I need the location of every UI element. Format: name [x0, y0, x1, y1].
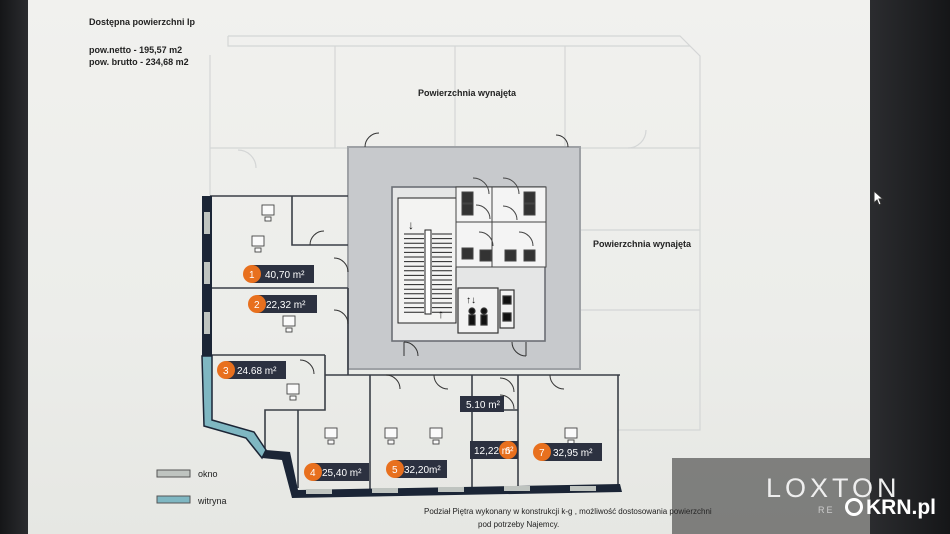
legend-window-label: okno — [198, 469, 218, 479]
unit-3-area: 24.68 m² — [237, 366, 277, 377]
stair-divider — [424, 229, 432, 315]
unit-2-number: 2 — [254, 300, 260, 311]
watermark-brand-sub: RE — [818, 505, 835, 515]
legend: okno witryna — [156, 469, 227, 506]
unit-6-area: 12,22 m² — [474, 446, 514, 457]
monitor-bezel-left — [0, 0, 28, 534]
rented-area-outline — [209, 35, 701, 431]
unit-4-area: 25,40 m² — [322, 468, 362, 479]
exterior-wall-windows — [202, 196, 212, 356]
unit-3-label: 3 24.68 m² — [217, 361, 286, 379]
shopfront-wall — [201, 355, 622, 498]
monitor-bezel-right — [870, 0, 950, 534]
legend-shopfront-label: witryna — [197, 496, 227, 506]
svg-text:↑↓: ↑↓ — [466, 295, 476, 306]
watermark-site-icon — [845, 498, 863, 516]
unit-7-area: 32,95 m² — [553, 448, 593, 459]
stair-down-arrow: ↓ — [408, 218, 414, 232]
unit-5-label: 5 32,20m² — [386, 460, 447, 478]
unit-1-number: 1 — [249, 270, 255, 281]
unit-4-label: 4 25,40 m² — [304, 463, 369, 481]
core-doors — [364, 132, 569, 357]
office-doors — [299, 230, 565, 410]
gross-area: pow. brutto - 234,68 m2 — [89, 57, 189, 67]
elevator: ↑↓ — [457, 287, 515, 334]
plan-title: Dostępna powierzchni Ip — [89, 17, 196, 27]
unit-2-label: 2 22,32 m² — [248, 295, 317, 313]
unit-7-label: 7 32,95 m² — [533, 443, 602, 461]
stair-up-arrow: ↑ — [438, 307, 444, 321]
unit-extra-area: 5.10 m² — [466, 400, 501, 411]
unit-7-number: 7 — [539, 448, 545, 459]
office-furniture — [251, 204, 578, 445]
watermark-brand: LOXTON — [766, 473, 901, 503]
unit-5-area: 32,20m² — [404, 465, 441, 476]
staircase — [397, 197, 457, 324]
unit-extra-label: 5.10 m² — [460, 396, 504, 412]
office-walls — [210, 195, 620, 490]
rented-area-top-label: Powierzchnia wynajęta — [418, 88, 517, 98]
unit-6-label: 6 12,22 m² — [470, 441, 518, 459]
bottom-windows — [306, 486, 596, 494]
footnote-line-2: pod potrzeby Najemcy. — [478, 520, 559, 529]
unit-2-area: 22,32 m² — [266, 300, 306, 311]
mouse-cursor-icon — [873, 190, 885, 206]
unit-5-number: 5 — [392, 465, 398, 476]
footnote-line-1: Podział Piętra wykonany w konstrukcji k-… — [424, 507, 712, 516]
restrooms — [455, 177, 547, 268]
rented-area-right-label: Powierzchnia wynajęta — [593, 239, 692, 249]
watermark-overlay — [672, 458, 870, 534]
unit-1-area: 40,70 m² — [265, 270, 305, 281]
watermark-site: KRN.pl — [866, 496, 936, 519]
net-area: pow.netto - 195,57 m2 — [89, 45, 183, 55]
unit-3-number: 3 — [223, 366, 229, 377]
unit-4-number: 4 — [310, 468, 316, 479]
unit-1-label: 1 40,70 m² — [243, 265, 314, 283]
unit-6-number: 6 — [505, 446, 511, 457]
